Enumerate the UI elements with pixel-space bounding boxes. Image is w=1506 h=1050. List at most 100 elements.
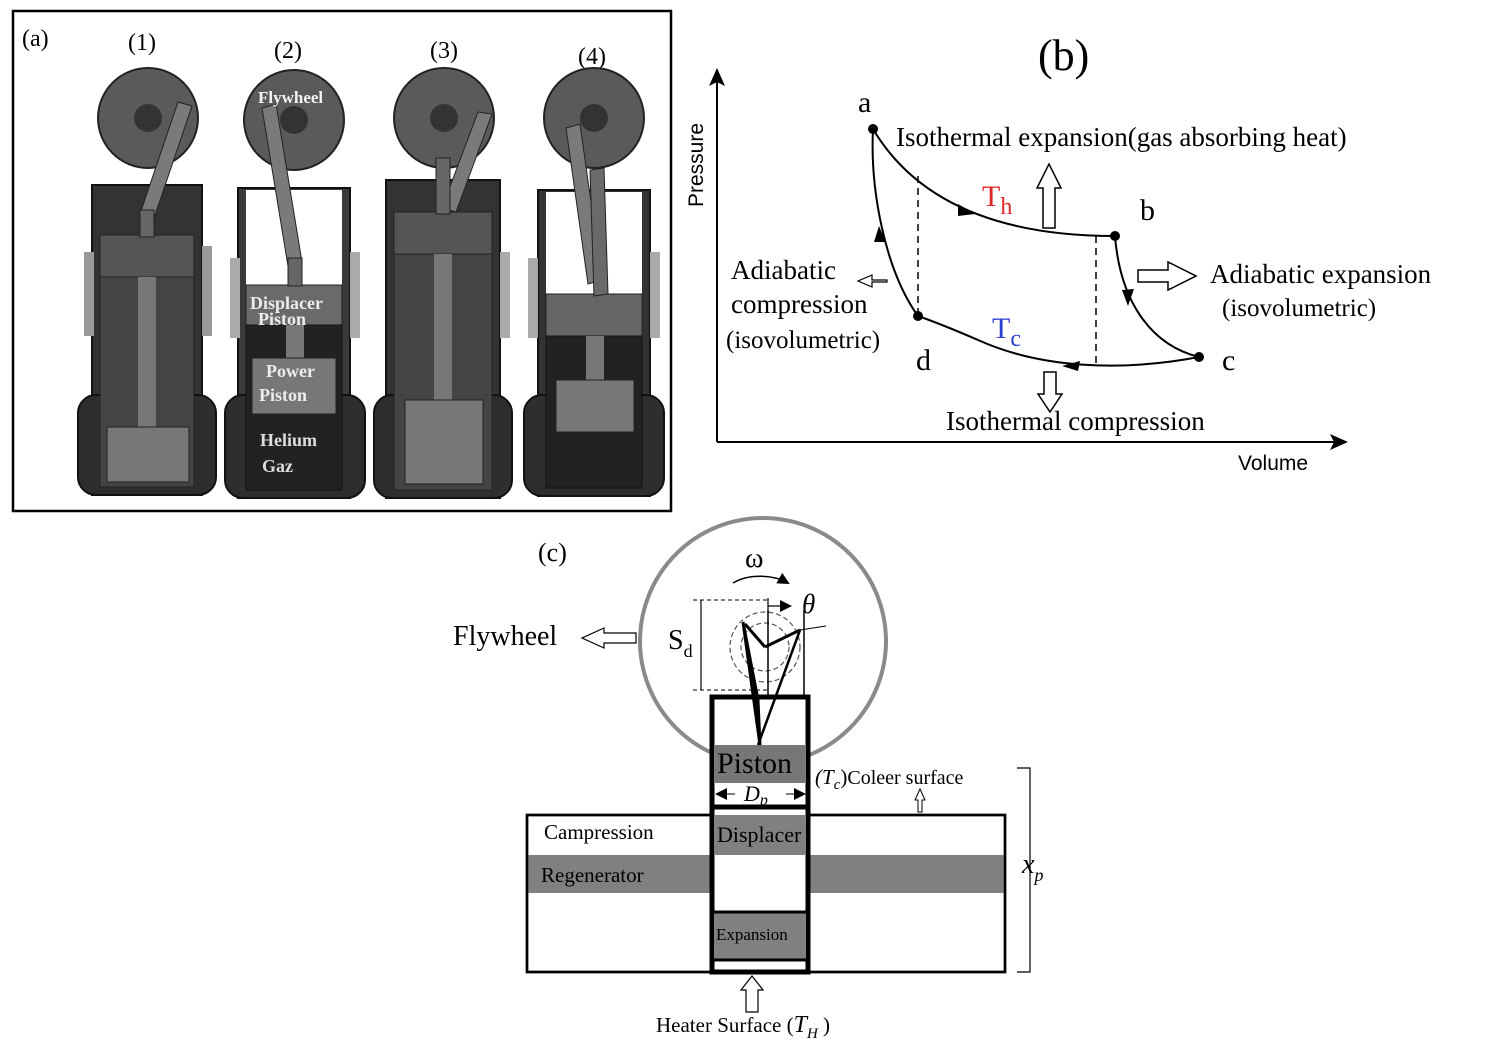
curve-a-to-b [872, 128, 1116, 237]
dp-label: Dp [743, 781, 768, 809]
point-a-dot [868, 124, 878, 134]
stage-3-rod [434, 254, 452, 404]
cold-temperature-main: T [992, 312, 1010, 345]
hot-temperature-main: T [982, 180, 1000, 213]
stage-4-displacer [545, 293, 643, 337]
cold-temperature-sub: c [1010, 326, 1021, 352]
stirling-stage-1: (1) [77, 30, 217, 496]
expansion-out-arrow [1137, 260, 1198, 292]
expansion-label: Expansion [716, 925, 788, 944]
displacer-label: Displacer [717, 822, 802, 847]
stage-4-power-piston [555, 379, 635, 433]
stirling-stage-2: (2) Flywheel Displacer Piston Power Pist… [224, 38, 366, 499]
stage-2-gas-label-1: Helium [260, 430, 317, 450]
curve-c-to-d [917, 315, 1200, 367]
point-d-label: d [916, 344, 931, 377]
panel-b: (b) Pressure Volume a b c d Th Tc [685, 31, 1432, 475]
panel-c-label: (c) [538, 538, 567, 567]
stage-1-power-piston [106, 426, 190, 483]
isothermal-expansion-note: (gas absorbing heat) [1128, 122, 1347, 152]
heat-out-arrow [1036, 371, 1064, 414]
stage-4-fin-left [528, 258, 538, 338]
heater-th-sub: H [806, 1026, 819, 1042]
column-outline [709, 694, 811, 975]
panel-a-label: (a) [22, 26, 49, 52]
flywheel-pointer-arrow [580, 627, 637, 649]
adiabatic-compression-label-1: Adiabatic [731, 255, 836, 285]
stage-1-displacer [99, 234, 195, 278]
curve-d-to-a [871, 128, 919, 317]
crank-circle-inner [740, 622, 790, 672]
stage-1-fin-left [84, 252, 94, 336]
adiabatic-expansion-label: Adiabatic expansion [1210, 259, 1432, 289]
adiabatic-expansion-note: (isovolumetric) [1222, 295, 1376, 322]
crank-reference-line [799, 625, 827, 631]
piston-block [715, 745, 805, 783]
dp-main: D [743, 781, 760, 806]
xp-main: x [1021, 849, 1035, 880]
point-b-label: b [1140, 194, 1155, 227]
stage-2-label: (2) [274, 38, 302, 64]
piston-label: Piston [717, 747, 792, 780]
cooler-tc-close: ) [840, 765, 847, 789]
stage-2-power-piston [251, 357, 337, 415]
crank-arm-2 [743, 623, 767, 648]
stage-2-hub [280, 106, 308, 134]
isothermal-expansion-text: Isothermal expansion [896, 122, 1128, 152]
stage-3-displacer [393, 211, 493, 255]
xp-label: xp [1021, 849, 1043, 885]
stage-3-hub [430, 104, 458, 132]
stage-4-conrod-2 [589, 167, 609, 297]
cooler-surface-text: Coleer surface [847, 767, 963, 789]
stage-1-crank-rod [139, 209, 155, 238]
hot-temperature-sub: h [1000, 194, 1012, 220]
compression-in-arrow [856, 274, 888, 288]
stage-3-power-piston [404, 399, 484, 485]
stage-1-label: (1) [128, 30, 156, 56]
cold-temperature-label: Tc [992, 312, 1021, 352]
stirling-stage-3: (3) [373, 38, 513, 499]
cooler-pointer-arrow [914, 787, 926, 813]
cooler-temperature-label: (Tc)Coleer surface [815, 765, 964, 793]
expansion-block [715, 912, 805, 959]
heater-close: ) [818, 1013, 830, 1037]
stage-2-displacer [245, 284, 343, 326]
stage-3-fin-right [500, 252, 510, 338]
stage-1-fin-right [202, 246, 212, 336]
stage-2-fin-right [350, 252, 360, 338]
panel-a: (a) (1) (2) [11, 9, 673, 513]
point-b-dot [1110, 231, 1120, 241]
direction-arrow-bc [1122, 289, 1134, 306]
stage-2-rod [286, 325, 304, 360]
stage-4-fin-right [650, 252, 660, 338]
sd-sub: d [684, 641, 693, 661]
stage-2-gas-label-2: Gaz [262, 456, 293, 476]
stage-4-rod [586, 336, 604, 381]
cooler-tc-sub: c [834, 777, 841, 793]
column-gap [715, 855, 805, 912]
xp-sub: p [1032, 865, 1043, 885]
dp-sub: p [759, 792, 768, 809]
curve-b-to-c [1114, 235, 1200, 358]
heater-pointer-arrow [739, 975, 765, 1013]
stage-2-power-label-1: Power [266, 361, 315, 381]
stage-2-crank-rod [287, 257, 303, 287]
connecting-rod-2 [756, 629, 802, 746]
isothermal-expansion-label: Isothermal expansion(gas absorbing heat) [896, 122, 1347, 152]
stage-4-label: (4) [578, 44, 606, 70]
stage-4-hub [580, 104, 608, 132]
isothermal-compression-label: Isothermal compression [946, 406, 1205, 436]
y-axis-label: Pressure [685, 123, 708, 207]
heat-in-arrow [1035, 162, 1063, 229]
heater-surface-label: Heater Surface (TH ) [656, 1012, 830, 1042]
theta-label: θ [802, 589, 815, 619]
xp-bracket [1017, 767, 1031, 973]
point-a-label: a [858, 86, 871, 119]
heater-th-main: T [794, 1012, 809, 1038]
stage-2-power-label-2: Piston [259, 385, 307, 405]
rotation-arrow [732, 572, 790, 584]
compression-label: Campression [544, 820, 654, 844]
panel-b-label: (b) [1038, 31, 1089, 80]
stage-2-fin-left [230, 258, 240, 338]
